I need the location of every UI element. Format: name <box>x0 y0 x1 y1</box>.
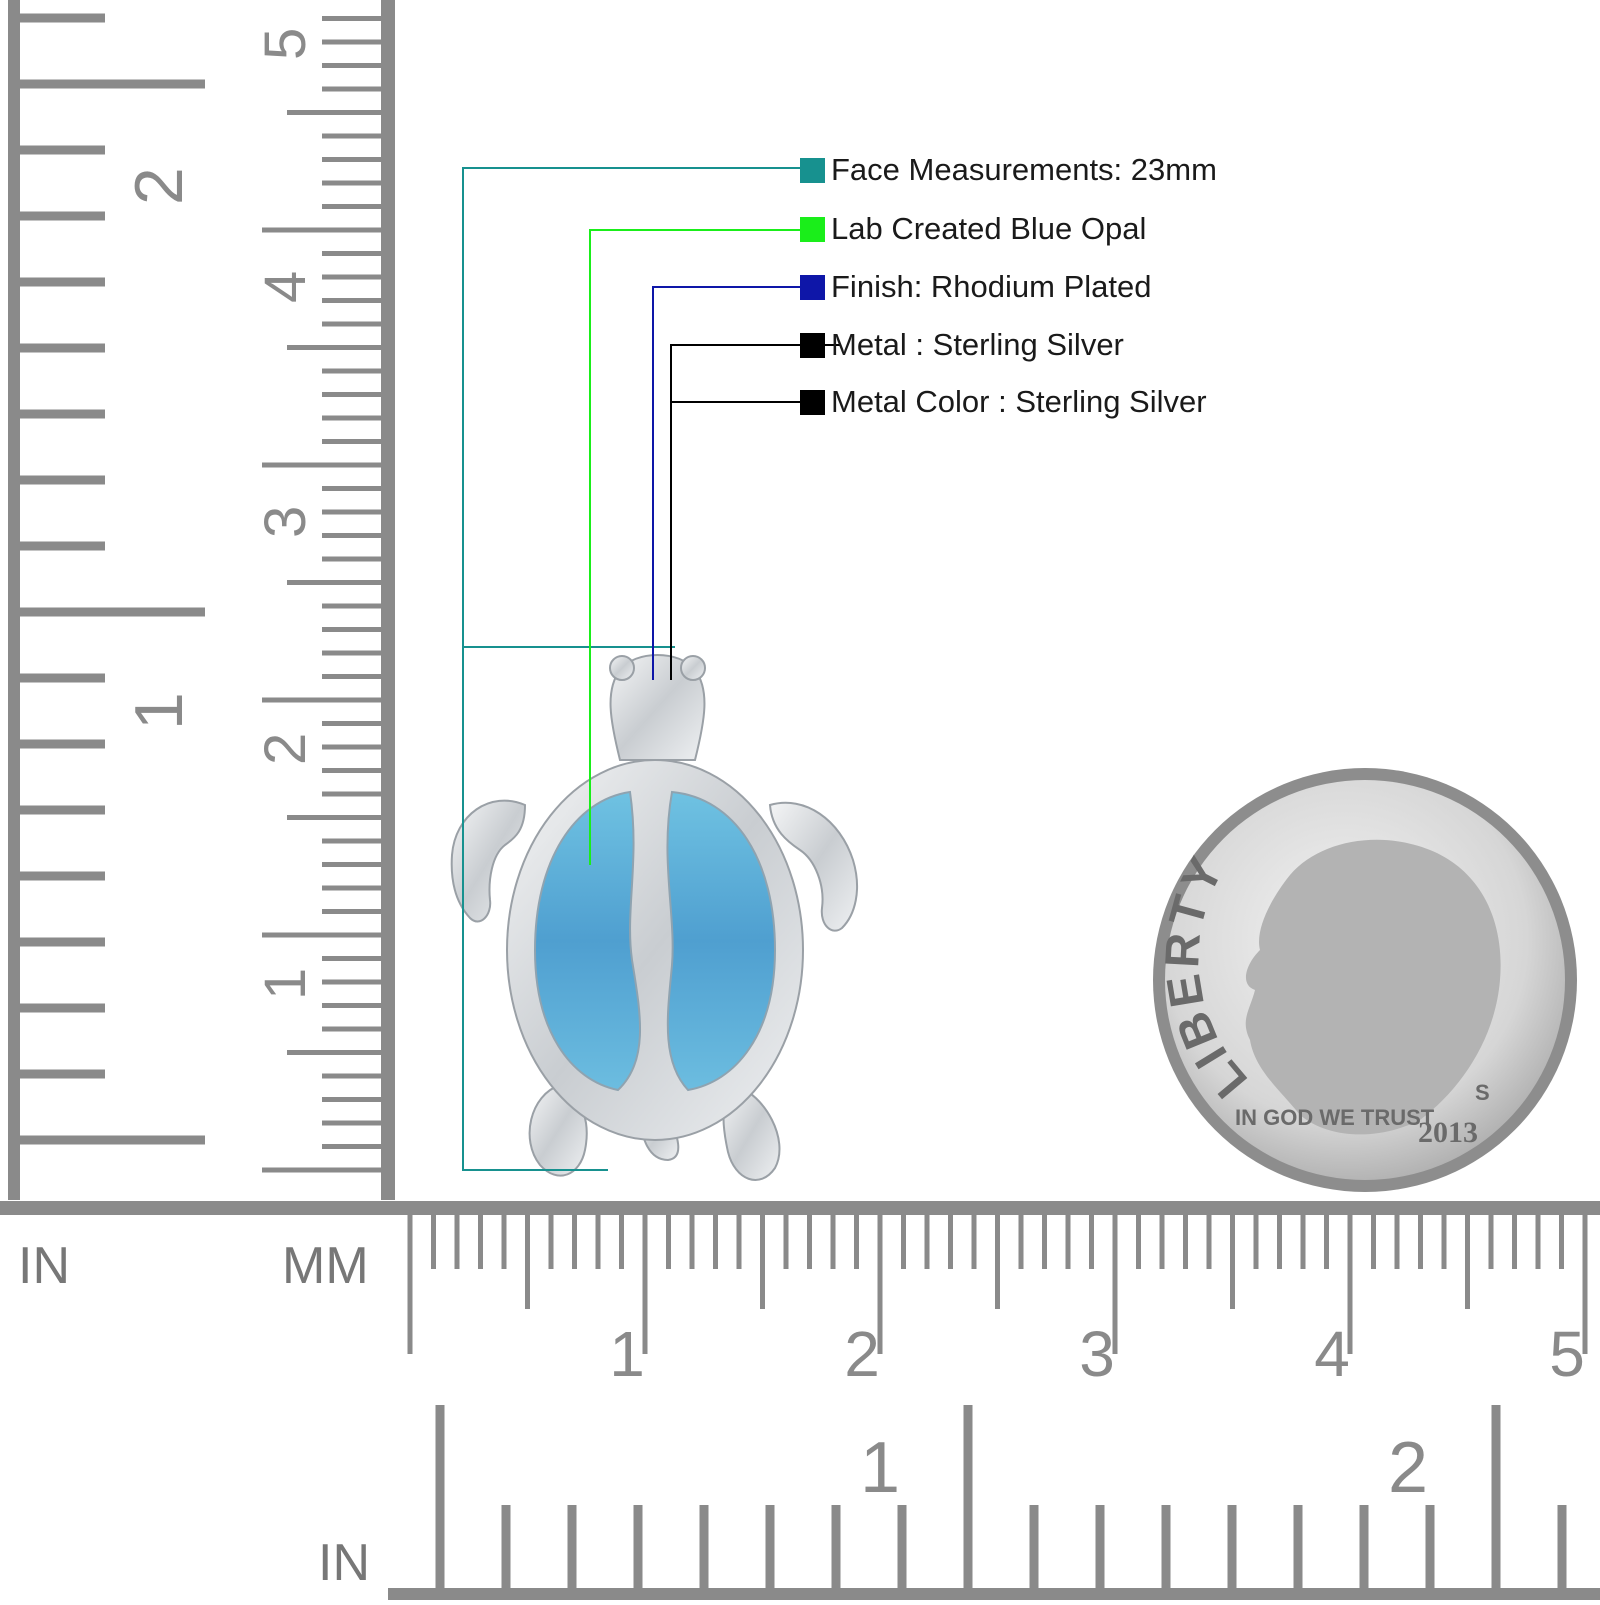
left-mm-number-3: 3 <box>253 506 318 538</box>
legend-finish: Finish: Rhodium Plated <box>800 269 1152 304</box>
turtle-front-right-flipper <box>768 801 859 932</box>
legend-label-metal: Metal : Sterling Silver <box>831 327 1124 362</box>
left-ruler-mm-numbers: 1 2 3 4 5 <box>253 28 318 1000</box>
left-mm-number-2: 2 <box>253 733 318 765</box>
bottom-mm-number-4: 4 <box>1314 1318 1350 1390</box>
turtle-right-eye <box>680 655 706 681</box>
left-inch-ticks <box>20 13 205 1145</box>
left-mm-number-4: 4 <box>253 271 318 303</box>
opal-leader <box>589 229 800 865</box>
bottom-ruler-inch-numbers: 1 2 <box>860 1428 1428 1508</box>
left-ruler-inch-numbers: 1 2 <box>121 167 197 730</box>
bottom-mm-number-3: 3 <box>1079 1318 1115 1390</box>
metal-leader <box>670 344 840 680</box>
dime-motto-text: IN GOD WE TRUST <box>1235 1105 1435 1130</box>
dime-mint-mark: S <box>1475 1080 1490 1105</box>
dime-coin: LIBERTY IN GOD WE TRUST 2013 S <box>1153 768 1577 1192</box>
legend-label-face: Face Measurements: 23mm <box>831 152 1217 187</box>
bottom-mm-number-5: 5 <box>1549 1318 1585 1390</box>
left-mm-number-5: 5 <box>253 28 318 60</box>
bottom-ruler <box>0 1201 1600 1600</box>
legend-swatch-finish <box>800 274 825 300</box>
turtle-left-eye <box>609 655 635 681</box>
left-ruler-mm-unit-label: MM <box>282 1237 369 1295</box>
legend-stone: Lab Created Blue Opal <box>800 211 1147 246</box>
bottom-inch-ticks <box>435 1405 1567 1590</box>
bottom-ruler-mm-numbers: 1 2 3 4 5 <box>609 1318 1585 1390</box>
bottom-mm-number-1: 1 <box>609 1318 645 1390</box>
face-measurement-leader <box>462 167 800 1171</box>
left-mm-ticks <box>262 16 382 1173</box>
turtle-opal-left <box>533 790 642 1092</box>
finish-leader <box>652 286 800 680</box>
legend-face-measurements: Face Measurements: 23mm <box>800 152 1217 187</box>
dime-year-text: 2013 <box>1418 1116 1478 1149</box>
bottom-in-number-1: 1 <box>860 1428 900 1508</box>
legend-label-metal-color: Metal Color : Sterling Silver <box>831 384 1207 419</box>
leader-lines <box>462 167 840 1171</box>
turtle-pendant <box>450 654 859 1181</box>
legend-swatch-stone <box>800 216 825 242</box>
dime-portrait <box>1245 839 1501 1135</box>
left-in-number-2: 2 <box>121 167 197 205</box>
legend-swatch-face <box>800 157 825 183</box>
left-ruler-inch-unit-label: IN <box>18 1237 70 1295</box>
legend-label-stone: Lab Created Blue Opal <box>831 211 1147 246</box>
turtle-opal-right <box>666 790 777 1092</box>
bottom-in-number-2: 2 <box>1388 1428 1428 1508</box>
legend-swatch-metal-color <box>800 389 825 415</box>
legend-label-finish: Finish: Rhodium Plated <box>831 269 1152 304</box>
legend-swatch-metal <box>800 332 825 358</box>
bottom-mm-ticks <box>407 1214 1588 1354</box>
left-mm-number-1: 1 <box>253 968 318 1000</box>
turtle-head <box>609 654 706 761</box>
left-in-number-1: 1 <box>121 692 197 730</box>
legend-metal: Metal : Sterling Silver <box>800 327 1124 362</box>
bottom-mm-number-2: 2 <box>844 1318 880 1390</box>
left-ruler <box>8 0 395 1200</box>
bottom-ruler-inch-unit-label: IN <box>318 1534 370 1592</box>
legend-metal-color: Metal Color : Sterling Silver <box>800 384 1207 419</box>
